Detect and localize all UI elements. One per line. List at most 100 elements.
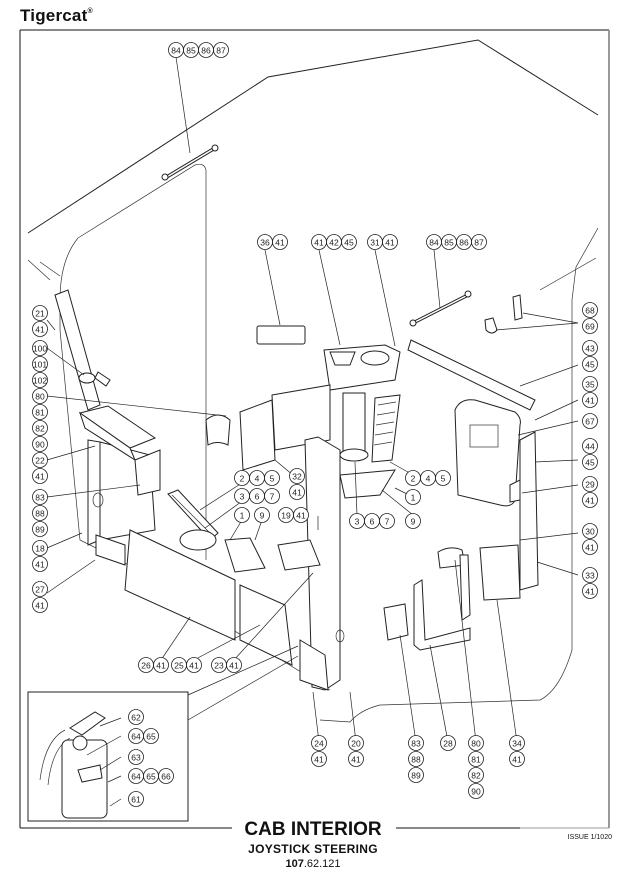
callout-number: 66 <box>161 772 171 782</box>
callout-bubble <box>293 507 309 523</box>
right-wall-panels <box>407 339 539 591</box>
callout-number: 45 <box>344 238 354 248</box>
floor-panels-left <box>95 529 293 666</box>
callout-bubble <box>582 523 598 539</box>
callout-bubble <box>408 767 424 783</box>
callout-number: 42 <box>329 238 339 248</box>
inset-fire-extinguisher <box>27 645 299 822</box>
callout-number: 67 <box>585 417 595 427</box>
callout-panel-31: 31 41 <box>367 234 398 250</box>
callout-bubble <box>408 735 424 751</box>
callout-number: 81 <box>35 408 45 418</box>
callout-bubble <box>32 356 48 372</box>
callout-bubble <box>582 302 598 318</box>
callout-number: 89 <box>35 525 45 535</box>
callout-number: 6 <box>255 492 260 502</box>
callout-number: 90 <box>35 440 45 450</box>
callout-number: 36 <box>260 238 270 248</box>
callout-bubble <box>348 735 364 751</box>
callout-number: 87 <box>216 46 226 56</box>
callout-number: 101 <box>33 360 47 370</box>
callout-bubble <box>582 539 598 555</box>
callout-bubble <box>440 735 456 751</box>
callout-pedal-9: 9 <box>254 507 270 523</box>
callout-bubble <box>289 484 305 500</box>
callout-number: 7 <box>270 492 275 502</box>
console-cupholder <box>323 344 401 391</box>
callout-number: 89 <box>411 771 421 781</box>
callout-bubble <box>311 735 327 751</box>
callout-number: 88 <box>411 755 421 765</box>
callout-bubble <box>341 234 357 250</box>
callout-bottom-28: 28 <box>440 735 456 751</box>
callout-number: 68 <box>585 306 595 316</box>
callout-number: 43 <box>585 344 595 354</box>
callout-bubble <box>582 476 598 492</box>
callout-bubble <box>32 404 48 420</box>
callout-bubble <box>582 438 598 454</box>
callout-bubble <box>408 751 424 767</box>
callout-bubble <box>582 567 598 583</box>
callout-number: 3 <box>355 517 360 527</box>
coat-hooks <box>484 294 523 334</box>
callout-bubble <box>186 657 202 673</box>
brand-logo: Tigercat® <box>20 6 93 26</box>
callout-number: 29 <box>585 480 595 490</box>
callout-bubble <box>32 489 48 505</box>
callout-bubble <box>468 751 484 767</box>
panel-32 <box>239 399 276 471</box>
callout-number: 61 <box>131 795 141 805</box>
callout-bubble <box>153 657 169 673</box>
callout-number: 5 <box>270 474 275 484</box>
callout-number: 83 <box>35 493 45 503</box>
callout-number: 41 <box>585 396 595 406</box>
callout-bubble <box>32 468 48 484</box>
callout-number: 9 <box>411 517 416 527</box>
callout-number: 62 <box>131 713 141 723</box>
callout-bubble <box>582 318 598 334</box>
callout-bubble <box>143 728 159 744</box>
callout-bubble <box>254 507 270 523</box>
grab-handle-top <box>161 144 219 181</box>
brackets-right-bottom <box>383 544 521 651</box>
callout-number: 20 <box>351 739 361 749</box>
callout-number: 83 <box>411 739 421 749</box>
callout-bubble <box>128 791 144 807</box>
callout-number: 100 <box>33 344 47 354</box>
issue-label: ISSUE 1/1020 <box>567 834 612 841</box>
callout-number: 34 <box>512 739 522 749</box>
callout-bubble <box>264 470 280 486</box>
callout-number: 26 <box>141 661 151 671</box>
callout-number: 23 <box>214 661 224 671</box>
callout-bubble <box>582 413 598 429</box>
callout-number: 64 <box>131 732 141 742</box>
diagram-title: CAB INTERIOR <box>244 819 382 840</box>
callout-number: 5 <box>441 474 446 484</box>
callout-number: 18 <box>35 544 45 554</box>
callout-number: 41 <box>385 238 395 248</box>
steering-column <box>339 392 401 499</box>
callout-number: 45 <box>585 360 595 370</box>
callout-number: 80 <box>35 392 45 402</box>
diagram-subtitle: JOYSTICK STEERING <box>248 842 378 856</box>
callout-number: 82 <box>471 771 481 781</box>
callout-bubble <box>435 470 451 486</box>
callout-number: 2 <box>240 474 245 484</box>
callout-bubble <box>582 583 598 599</box>
callout-number: 2 <box>411 474 416 484</box>
callout-number: 41 <box>35 560 45 570</box>
callout-number: 81 <box>471 755 481 765</box>
callout-right-43: 43 45 <box>582 340 598 372</box>
callout-number: 31 <box>370 238 380 248</box>
callout-number: 87 <box>474 238 484 248</box>
